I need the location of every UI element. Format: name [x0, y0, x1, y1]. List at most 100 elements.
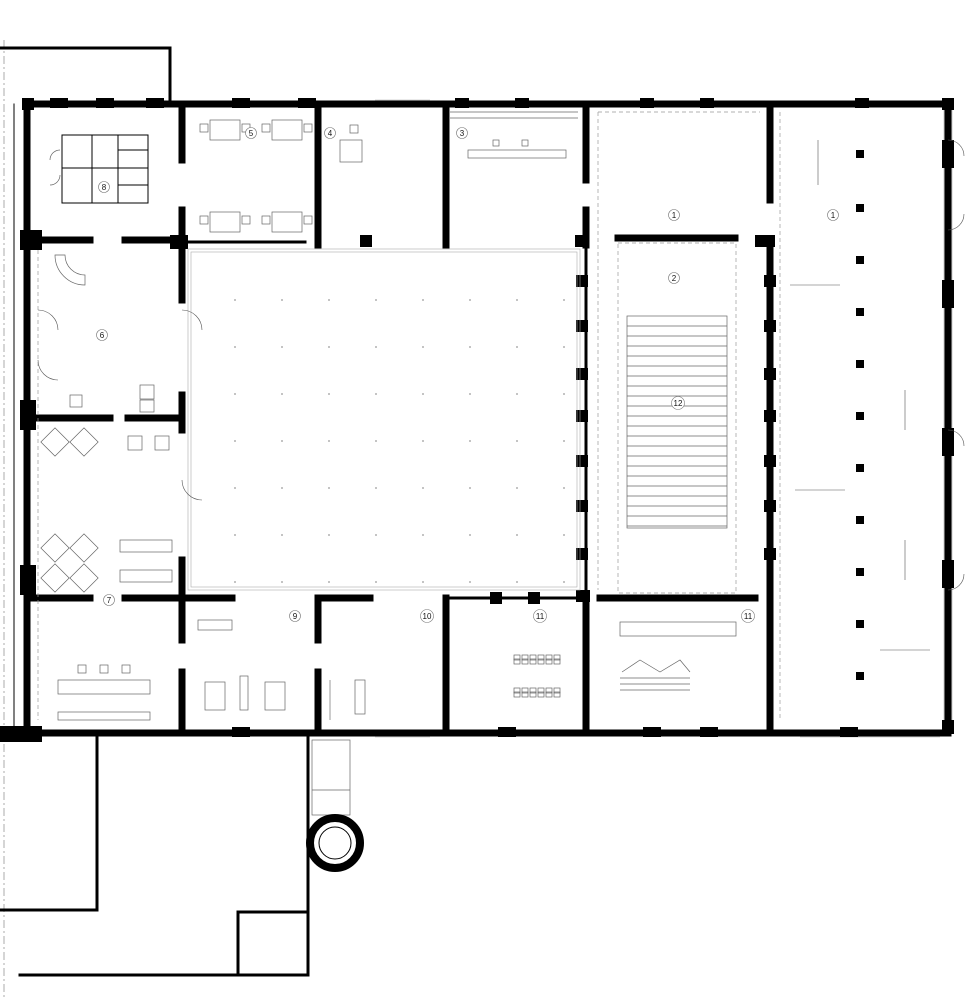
label-2: 2 — [668, 272, 680, 284]
grid-dot — [563, 534, 565, 536]
grid-dot — [328, 534, 330, 536]
grid-dot — [563, 487, 565, 489]
adjoining-building-bottom — [0, 733, 351, 977]
label-7-text: 7 — [107, 596, 112, 605]
furniture-room-5 — [199, 119, 313, 233]
seat — [529, 658, 537, 665]
grid-dot — [328, 346, 330, 348]
interior-walls — [24, 100, 774, 737]
grid-dot — [328, 440, 330, 442]
label-1: 1 — [668, 209, 680, 221]
label-3: 3 — [456, 127, 468, 139]
chimney — [306, 814, 364, 872]
label-6-text: 6 — [100, 331, 105, 340]
wall-piers — [0, 98, 954, 742]
grid-dot — [375, 346, 377, 348]
toilet-block — [49, 134, 149, 204]
seat — [521, 687, 529, 694]
label-1-text: 1 — [672, 211, 677, 220]
grid-dot — [234, 440, 236, 442]
adjoining-building-top — [0, 46, 172, 102]
grid-dot — [422, 487, 424, 489]
courtyard-grid — [234, 299, 565, 583]
label-1b-text: 1 — [831, 211, 836, 220]
grid-dot — [375, 581, 377, 583]
label-2-text: 2 — [672, 274, 677, 283]
seat — [553, 658, 561, 665]
grid-dot — [422, 440, 424, 442]
grid-dot — [516, 581, 518, 583]
hall-columns — [856, 150, 864, 680]
grid-dot — [563, 440, 565, 442]
grid-dot — [516, 487, 518, 489]
seat — [537, 687, 545, 694]
grid-dot — [281, 487, 283, 489]
grid-dot — [469, 393, 471, 395]
grid-dot — [234, 299, 236, 301]
furniture-room-7 — [40, 427, 173, 593]
seat — [537, 654, 545, 661]
furniture-room-10 — [329, 679, 366, 720]
label-5: 5 — [245, 127, 257, 139]
label-1b: 1 — [827, 209, 839, 221]
grid-dot — [375, 393, 377, 395]
grid-dot — [375, 534, 377, 536]
grid-dot — [422, 534, 424, 536]
grid-dot — [234, 581, 236, 583]
label-4: 4 — [324, 127, 336, 139]
courtyard-piers — [170, 235, 776, 604]
grid-dot — [469, 346, 471, 348]
seat — [521, 654, 529, 661]
furniture-room-9 — [197, 619, 286, 711]
circulation-lines — [37, 111, 781, 720]
seat — [545, 654, 553, 661]
seat — [545, 658, 553, 665]
grid-dot — [516, 534, 518, 536]
label-11b-text: 11 — [744, 612, 753, 621]
grid-dot — [234, 346, 236, 348]
grid-dot — [234, 487, 236, 489]
grid-dot — [328, 487, 330, 489]
grid-dot — [469, 534, 471, 536]
grid-dot — [469, 440, 471, 442]
label-9: 9 — [289, 610, 301, 622]
furniture-room-6 — [37, 254, 203, 501]
seating-room-11 — [513, 654, 561, 698]
grid-dot — [234, 393, 236, 395]
label-7: 7 — [103, 594, 115, 606]
grid-dot — [375, 487, 377, 489]
seat — [553, 691, 561, 698]
grid-dot — [469, 581, 471, 583]
seat — [513, 658, 521, 665]
grid-dot — [375, 440, 377, 442]
label-6: 6 — [96, 329, 108, 341]
seat — [529, 654, 537, 661]
label-10: 10 — [420, 609, 434, 623]
grid-dot — [563, 393, 565, 395]
seat — [521, 691, 529, 698]
seat — [513, 654, 521, 661]
grid-dot — [422, 393, 424, 395]
label-8-text: 8 — [102, 183, 107, 192]
furniture-room-4 — [339, 124, 363, 163]
kitchen-area — [57, 664, 151, 721]
seat — [537, 691, 545, 698]
furniture-room-3 — [450, 111, 578, 159]
label-9-text: 9 — [293, 612, 298, 621]
grid-dot — [563, 581, 565, 583]
grid-dot — [422, 346, 424, 348]
seat — [513, 691, 521, 698]
label-11: 11 — [533, 609, 547, 623]
grid-dot — [328, 393, 330, 395]
label-3-text: 3 — [460, 129, 465, 138]
grid-dot — [516, 440, 518, 442]
label-11b: 11 — [741, 609, 755, 623]
label-5-text: 5 — [249, 129, 254, 138]
seat — [537, 658, 545, 665]
grid-dot — [281, 440, 283, 442]
grid-dot — [281, 393, 283, 395]
label-8: 8 — [98, 181, 110, 193]
label-4-text: 4 — [328, 129, 333, 138]
grid-dot — [234, 534, 236, 536]
furniture-room-11b — [619, 621, 737, 691]
